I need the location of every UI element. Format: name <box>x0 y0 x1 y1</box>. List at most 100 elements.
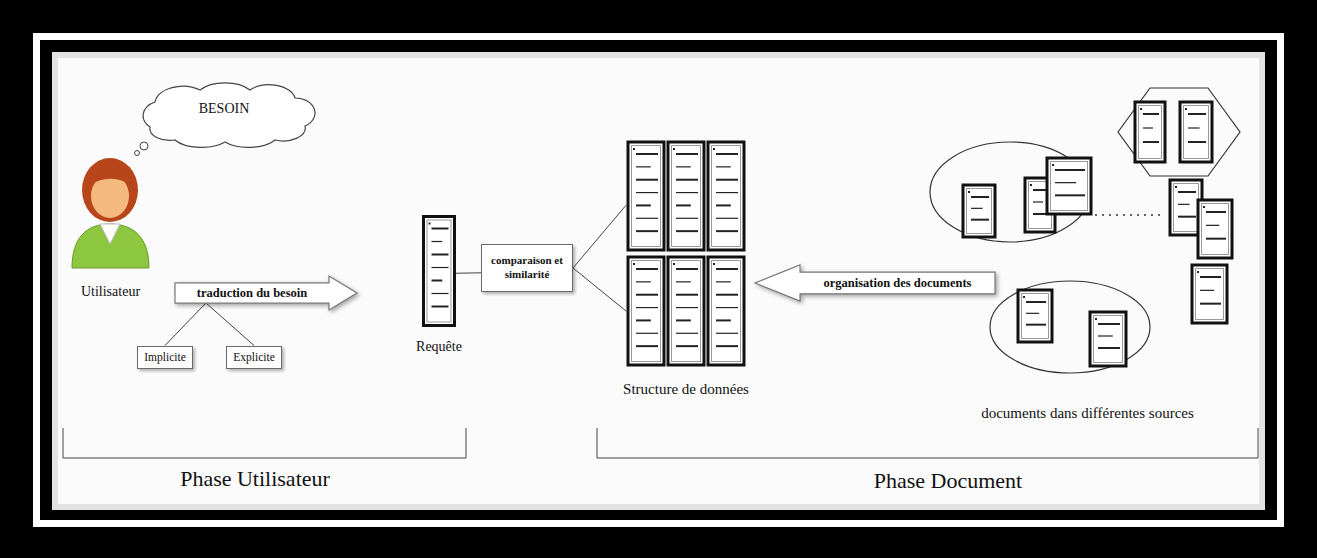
document-dot <box>673 148 675 150</box>
user-body <box>72 224 149 268</box>
text-line <box>676 281 691 282</box>
thought-cloud: BESOIN <box>120 82 328 142</box>
document-icon <box>708 142 744 250</box>
figure-art <box>68 150 153 268</box>
text-line <box>1188 141 1206 143</box>
leaf-box: Implicite <box>137 346 193 369</box>
phase-bracket <box>597 428 1258 458</box>
text-line <box>676 192 698 193</box>
user-collar <box>100 224 120 244</box>
document-icon <box>628 257 664 365</box>
document-stack <box>628 142 744 365</box>
text-line <box>676 204 691 206</box>
text-line <box>1200 303 1221 305</box>
document-frame <box>628 257 664 365</box>
text-line <box>636 345 658 347</box>
document-inner <box>1202 204 1229 255</box>
document-icon <box>708 257 744 365</box>
text-line <box>716 345 738 347</box>
text-line <box>1178 204 1190 205</box>
document-icon <box>668 142 704 250</box>
document-frame <box>1192 265 1227 323</box>
text-line <box>676 307 698 308</box>
document-icon <box>668 257 704 365</box>
text-line <box>1026 324 1046 326</box>
text-line <box>1026 301 1046 303</box>
box-text: Implicite <box>144 350 186 364</box>
text-line <box>1206 225 1219 226</box>
text-line <box>676 345 698 347</box>
text-line <box>716 319 731 321</box>
document-frame <box>668 142 704 250</box>
document-dot <box>713 148 715 150</box>
document-frame <box>708 142 744 250</box>
text-line <box>1200 290 1214 291</box>
document-dot <box>1095 318 1097 320</box>
document-inner <box>1022 294 1049 339</box>
document-dot <box>968 191 970 193</box>
document-frame <box>1090 312 1126 366</box>
document-dot <box>1052 164 1054 166</box>
phase-bracket <box>63 428 466 458</box>
connector-line <box>456 272 481 273</box>
document-inner <box>1184 106 1209 159</box>
text-line <box>636 153 658 155</box>
block-arrow: organisation des documents <box>755 265 995 301</box>
white-frame <box>33 33 1284 527</box>
text-line <box>971 208 983 209</box>
text-line <box>716 218 738 219</box>
document-inner <box>1139 106 1162 159</box>
text-line <box>1143 127 1153 128</box>
figure-caption: Utilisateur <box>81 284 140 300</box>
text-line <box>676 166 691 167</box>
document-inner <box>712 146 741 247</box>
box-text: comparaison et similarité <box>486 254 568 282</box>
text-line <box>1143 141 1159 143</box>
document-frame <box>424 217 455 326</box>
query-document: Requête <box>422 215 456 327</box>
text-line <box>676 268 698 270</box>
thought-bubble <box>135 151 140 156</box>
document-frame <box>1047 158 1091 214</box>
text-line <box>636 333 658 334</box>
arrow-text: traduction du besoin <box>197 286 307 301</box>
hair-fringe <box>86 171 134 191</box>
text-line <box>1055 194 1085 196</box>
text-line <box>676 333 698 334</box>
source-ellipse <box>930 142 1090 242</box>
text-line <box>636 204 651 206</box>
document-frame <box>1018 290 1052 342</box>
document-sources-art <box>930 88 1240 373</box>
connector-line <box>573 268 626 311</box>
text-line <box>716 268 738 270</box>
text-line <box>716 192 738 193</box>
connector <box>573 205 626 311</box>
text-line <box>1178 191 1196 193</box>
text-line <box>716 230 738 232</box>
document-dot <box>1197 271 1199 273</box>
text-line <box>1206 238 1226 240</box>
document-inner <box>1174 184 1199 232</box>
text-line <box>636 319 651 321</box>
document-dot <box>1140 108 1142 110</box>
source-ellipse <box>990 281 1150 373</box>
document-icon <box>1135 102 1165 162</box>
document-icon <box>1018 290 1052 342</box>
text-line <box>716 294 738 296</box>
text-line <box>1188 113 1206 115</box>
text-line <box>716 204 731 206</box>
data-structure: Structure de données <box>626 140 746 365</box>
text-line <box>1098 323 1120 325</box>
document-dot <box>673 263 675 265</box>
text-line <box>676 153 698 155</box>
document-icon <box>963 185 995 237</box>
phase-label: Phase Document <box>874 468 1022 494</box>
text-line <box>676 230 698 232</box>
text-line <box>716 179 738 181</box>
text-line <box>636 192 658 193</box>
text-line <box>1178 216 1196 218</box>
document-icon <box>1198 200 1232 258</box>
canvas-ground <box>52 52 1265 510</box>
document-frame <box>1198 200 1232 258</box>
